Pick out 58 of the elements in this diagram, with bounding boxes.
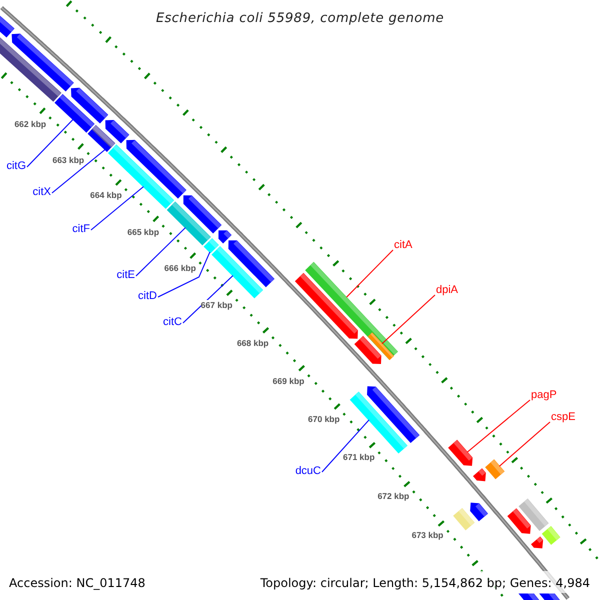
gene-label: citC xyxy=(163,316,182,329)
gene-block xyxy=(473,468,486,482)
position-label: 663 kbp xyxy=(52,154,84,165)
leader-line xyxy=(26,118,74,168)
position-label: 666 kbp xyxy=(164,263,196,274)
position-label: 667 kbp xyxy=(200,300,232,310)
gene-label: citE xyxy=(116,268,135,282)
gene-block xyxy=(518,594,540,600)
position-label: 670 kbp xyxy=(308,414,340,424)
gene-block xyxy=(531,536,544,548)
position-label: 668 kbp xyxy=(236,338,269,348)
leader-line xyxy=(466,400,530,453)
gene-block xyxy=(542,526,560,545)
gene-block xyxy=(294,272,358,339)
leader-line xyxy=(382,294,436,344)
gene-block xyxy=(485,459,505,480)
position-label: 672 kbp xyxy=(378,491,410,502)
gene-block xyxy=(54,94,95,133)
gene-block xyxy=(350,392,408,454)
gene-block xyxy=(108,144,174,209)
gene-label: citA xyxy=(394,238,412,252)
gene-label: citX xyxy=(32,186,51,199)
gene-block xyxy=(12,34,74,92)
leader-line xyxy=(158,252,210,298)
leader-line xyxy=(182,275,234,324)
gene-label: dpiA xyxy=(436,284,458,297)
gene-block xyxy=(218,230,232,244)
position-label: 669 kbp xyxy=(272,376,304,386)
position-label: 671 kbp xyxy=(343,452,375,462)
gene-label: citD xyxy=(138,290,157,303)
gene-block xyxy=(539,594,560,600)
accession-text: Accession: NC_011748 xyxy=(9,575,146,591)
gene-block xyxy=(354,336,382,364)
gene-label: cspE xyxy=(551,410,576,424)
gene-block xyxy=(166,202,211,246)
gene-block xyxy=(453,508,475,530)
position-label: 664 kbp xyxy=(90,190,122,200)
gene-label: citF xyxy=(72,222,90,236)
position-label: 673 kbp xyxy=(412,530,444,540)
leader-line xyxy=(90,186,144,230)
gene-block xyxy=(212,246,264,298)
gene-block xyxy=(88,125,116,152)
gene-label: pagP xyxy=(531,388,557,402)
gene-label: dcuC xyxy=(295,464,321,478)
genome-stats-text: Topology: circular; Length: 5,154,862 bp; Genes: 4,984 xyxy=(260,575,590,591)
leader-line xyxy=(322,419,370,472)
position-label: 662 kbp xyxy=(14,119,46,130)
leader-line xyxy=(498,422,550,467)
gene-block xyxy=(448,440,473,466)
leader-line xyxy=(52,149,106,194)
gene-block xyxy=(0,16,14,38)
leader-line xyxy=(346,250,394,298)
position-label: 665 kbp xyxy=(127,226,160,237)
leader-line xyxy=(136,227,186,276)
gene-label: citG xyxy=(6,160,26,173)
gene-block xyxy=(470,502,488,522)
title: Escherichia coli 55989, complete genome xyxy=(156,10,444,27)
gene-block xyxy=(507,508,531,534)
